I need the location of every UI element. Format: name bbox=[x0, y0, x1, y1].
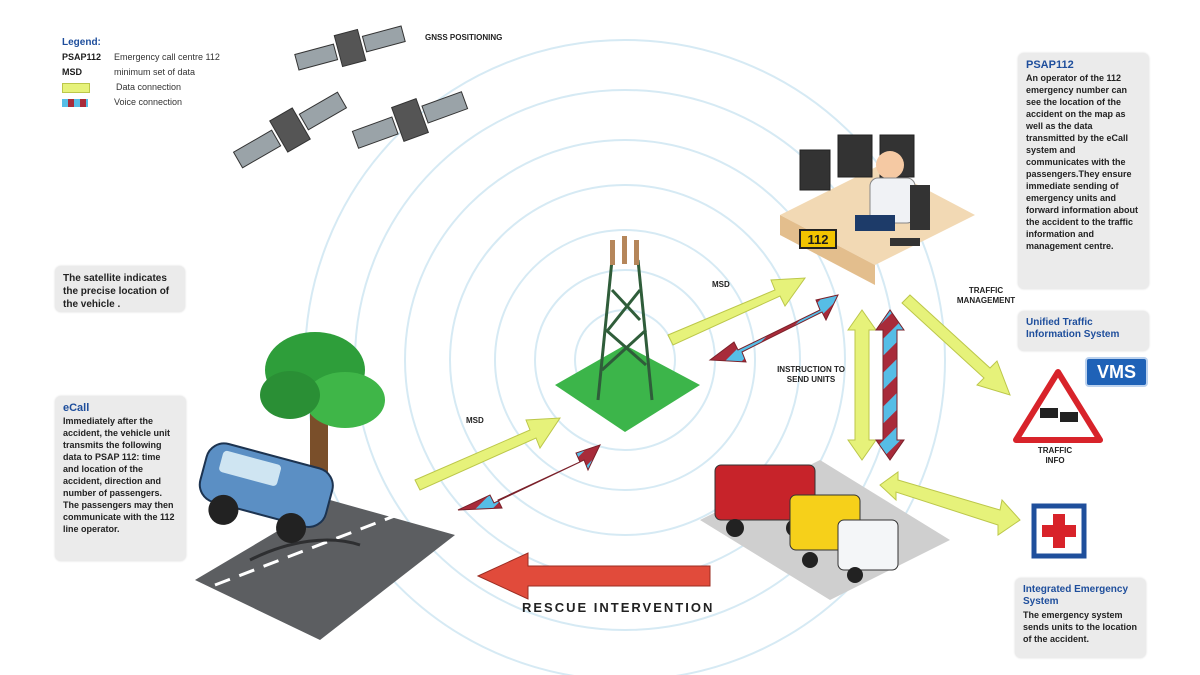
psap-text: An operator of the 112 emergency number … bbox=[1026, 73, 1138, 251]
satellite-info-text: The satellite indicates the precise loca… bbox=[63, 273, 169, 310]
legend-key: PSAP112 bbox=[62, 50, 114, 65]
data-connection-swatch bbox=[62, 83, 90, 93]
ies-title: Integrated Emergency System bbox=[1023, 584, 1138, 608]
psap-title: PSAP112 bbox=[1026, 59, 1141, 71]
emergency-vehicles bbox=[700, 460, 950, 600]
satellite-info-box: The satellite indicates the precise loca… bbox=[55, 266, 185, 312]
legend: Legend: PSAP112 Emergency call centre 11… bbox=[62, 35, 282, 110]
psap-112-sign: 112 bbox=[799, 229, 837, 249]
legend-row-data: Data connection bbox=[62, 80, 282, 95]
voice-connection-swatch bbox=[62, 99, 88, 107]
utis-title: Unified Traffic Information System bbox=[1026, 317, 1141, 341]
msd-label-lower: MSD bbox=[466, 416, 484, 426]
ies-text: The emergency system sends units to the … bbox=[1023, 610, 1137, 644]
traffic-management-label: TRAFFIC MANAGEMENT bbox=[945, 286, 1027, 306]
legend-row-voice: Voice connection bbox=[62, 95, 282, 110]
legend-label: minimum set of data bbox=[114, 65, 195, 80]
legend-label: Emergency call centre 112 bbox=[114, 50, 220, 65]
legend-row-msd: MSD minimum set of data bbox=[62, 65, 282, 80]
ies-info-box: Integrated Emergency System The emergenc… bbox=[1015, 578, 1146, 658]
legend-label: Data connection bbox=[116, 80, 181, 95]
gnss-label: GNSS POSITIONING bbox=[425, 33, 502, 43]
ecall-info-box: eCall Immediately after the accident, th… bbox=[55, 396, 186, 561]
accident-scene bbox=[191, 332, 455, 640]
legend-key: MSD bbox=[62, 65, 114, 80]
instruction-label: INSTRUCTION TO SEND UNITS bbox=[766, 365, 856, 385]
rescue-arrow bbox=[478, 553, 710, 599]
legend-row-psap: PSAP112 Emergency call centre 112 bbox=[62, 50, 282, 65]
vms-sign: VMS bbox=[1085, 357, 1148, 387]
ecall-text: Immediately after the accident, the vehi… bbox=[63, 416, 175, 534]
hospital-cross-icon bbox=[1034, 506, 1084, 556]
psap-operator-desk bbox=[780, 135, 975, 285]
legend-label: Voice connection bbox=[114, 95, 182, 110]
legend-title: Legend: bbox=[62, 35, 282, 50]
traffic-info-label: TRAFFIC INFO bbox=[1030, 446, 1080, 466]
rescue-intervention-label: RESCUE INTERVENTION bbox=[522, 600, 714, 615]
psap-info-box: PSAP112 An operator of the 112 emergency… bbox=[1018, 53, 1149, 289]
msd-label-upper: MSD bbox=[712, 280, 730, 290]
utis-info-box: Unified Traffic Information System bbox=[1018, 311, 1149, 351]
ecall-title: eCall bbox=[63, 402, 178, 414]
